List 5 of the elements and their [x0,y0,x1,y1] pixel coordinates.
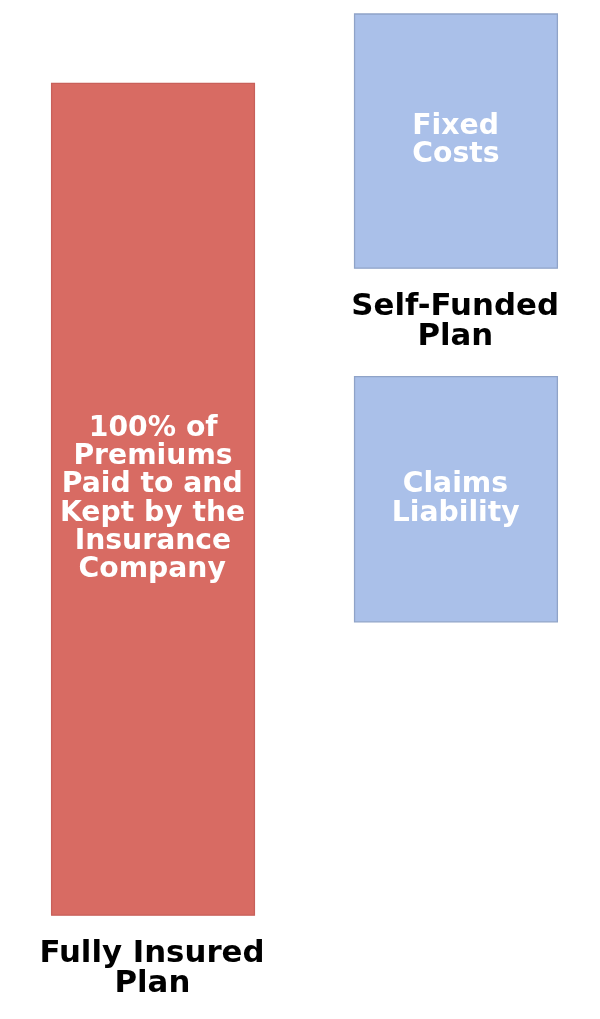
node-box: 100% of Premiums Paid to and Kept by the Insurance Company [50,82,256,916]
node-label: Fully Insured Plan [39,932,265,1000]
node-box: Claims Liability [353,376,559,623]
node-box: Fixed Costs [353,13,559,269]
label: Self-Funded Plan [351,285,559,353]
